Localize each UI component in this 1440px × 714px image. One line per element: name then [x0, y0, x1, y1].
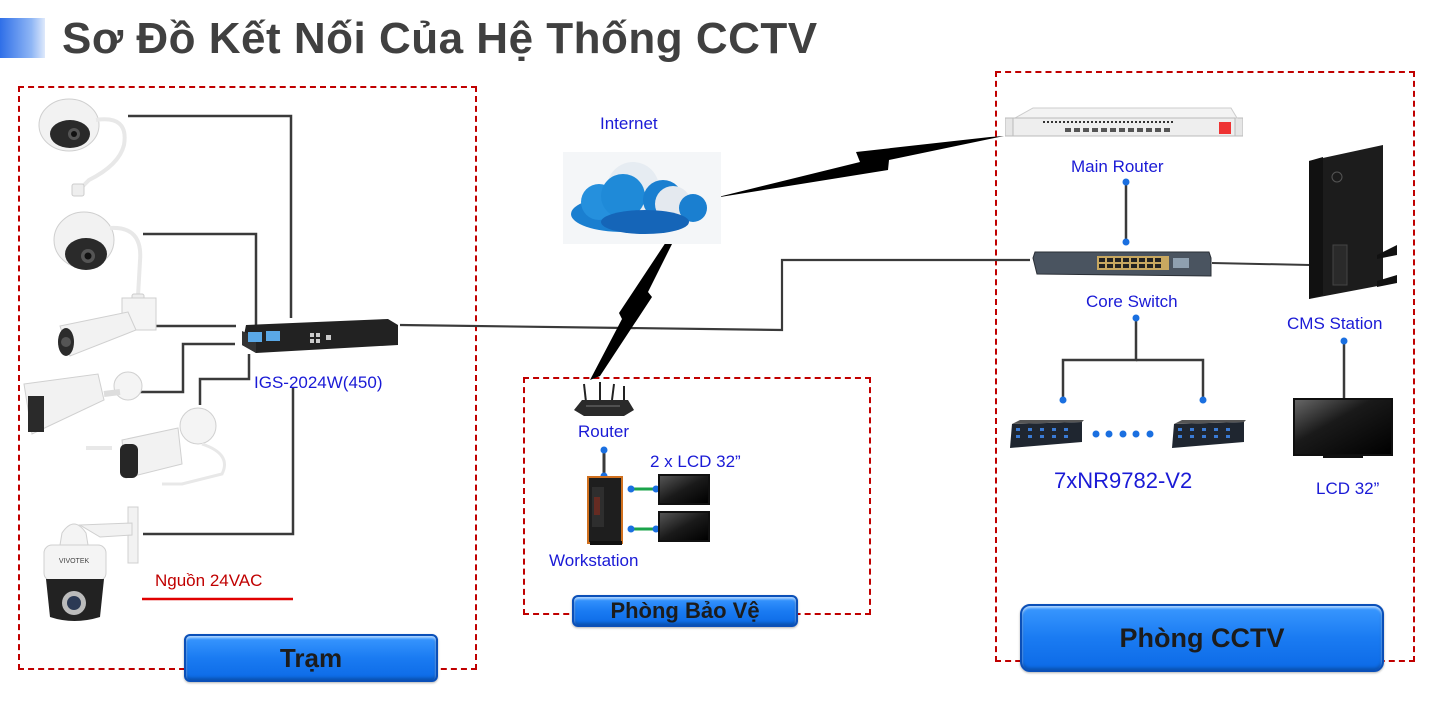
wire-camera-1 [128, 114, 293, 318]
page-title: Sơ Đồ Kết Nối Của Hệ Thống CCTV [62, 14, 818, 63]
ellipsis-dot [1132, 430, 1140, 438]
connector-dot [627, 485, 635, 493]
zone-label-phong-cctv: Phòng CCTV [1020, 604, 1384, 672]
bullet-camera-icon [58, 297, 157, 357]
main-router-icon [1005, 107, 1243, 137]
zone-label-phong-bao-ve-text: Phòng Bảo Vệ [610, 598, 760, 623]
zone-label-phong-bao-ve: Phòng Bảo Vệ [572, 595, 798, 627]
router-label: Router [578, 422, 630, 441]
core-switch-label: Core Switch [1086, 292, 1178, 311]
title-accent-square [0, 18, 45, 58]
wire-core-to-cms [1211, 262, 1311, 266]
connector-dot [1199, 396, 1207, 404]
poe-switch-icon [242, 319, 398, 353]
connector-dot [1132, 314, 1140, 322]
wire-camera-2 [143, 232, 258, 326]
lcd-monitor-icon [1293, 398, 1393, 458]
wireless-link-internet-main-router [714, 136, 1004, 198]
dome-camera-icon [53, 211, 145, 311]
wire-switch-uplink [399, 258, 1030, 332]
ellipsis-dot [1119, 430, 1127, 438]
svg-text:VIVOTEK: VIVOTEK [59, 558, 90, 565]
main-router-label: Main Router [1071, 157, 1164, 176]
connector-dot [652, 525, 660, 533]
bullet-camera-icon [23, 371, 143, 435]
poe-switch-label: IGS-2024W(450) [254, 373, 383, 392]
dome-camera-icon [38, 98, 127, 197]
workstation-label: Workstation [549, 551, 639, 570]
cms-station-icon [1309, 145, 1397, 299]
wire-camera-ptz [143, 388, 295, 536]
internet-label: Internet [600, 114, 658, 133]
wire-camera-5 [198, 354, 251, 405]
wire-camera-4 [133, 342, 235, 394]
ptz-camera-icon: VIVOTEK [43, 506, 139, 621]
wire-core-to-nvr-2 [1136, 358, 1205, 400]
connector-dot [600, 446, 608, 454]
connector-dot [1122, 178, 1130, 186]
ellipsis-dot [1092, 430, 1100, 438]
connector-dot [1122, 238, 1130, 246]
workstation-icon [587, 476, 623, 545]
monitor-icon [658, 474, 710, 505]
zone-label-tram: Trạm [184, 634, 438, 682]
connector-dot [1059, 396, 1067, 404]
cms-station-label: CMS Station [1287, 314, 1383, 333]
ellipsis-dot [1146, 430, 1154, 438]
connector-dot [652, 485, 660, 493]
connector-dot [1340, 337, 1348, 345]
router-icon [574, 382, 634, 416]
nvr-label: 7xNR9782-V2 [1054, 468, 1193, 493]
bullet-camera-icon [86, 407, 226, 486]
zone-label-phong-cctv-text: Phòng CCTV [1119, 622, 1285, 653]
lcd-pair-label: 2 x LCD 32” [650, 452, 741, 471]
wire-core-to-nvr [1061, 318, 1138, 400]
zone-label-tram-text: Trạm [279, 642, 343, 673]
nvr-icon [1172, 420, 1246, 448]
lcd-label: LCD 32” [1316, 479, 1380, 498]
core-switch-icon [1032, 251, 1212, 277]
nvr-icon [1010, 420, 1084, 448]
power-label: Nguồn 24VAC [155, 571, 263, 590]
wireless-link-internet-router [590, 232, 678, 380]
cloud-icon [563, 152, 721, 244]
ellipsis-dot [1105, 430, 1113, 438]
connector-dot [627, 525, 635, 533]
monitor-icon [658, 511, 710, 542]
